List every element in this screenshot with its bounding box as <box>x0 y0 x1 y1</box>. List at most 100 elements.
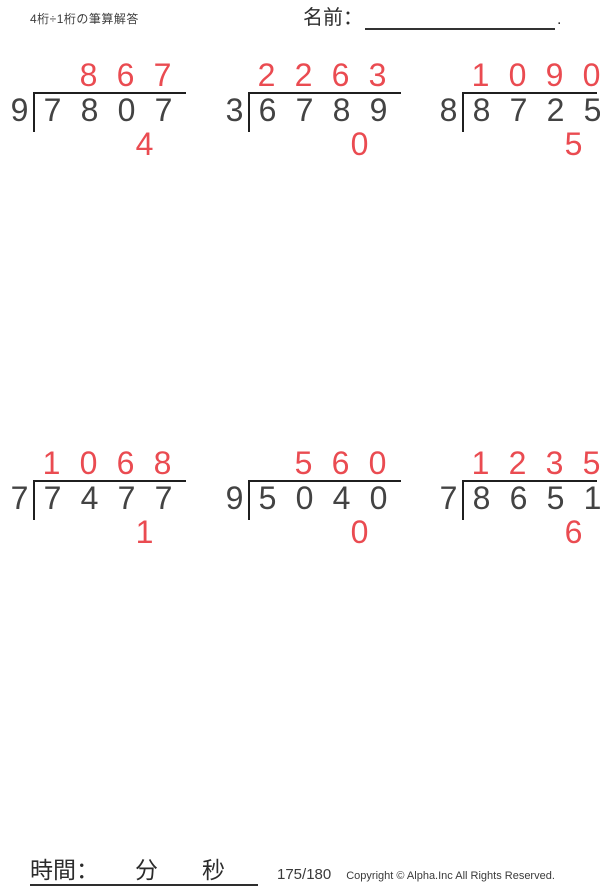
dividend-digit: 2 <box>546 92 565 128</box>
dividend-digit: 5 <box>546 480 565 516</box>
quotient-digit: 0 <box>79 445 98 481</box>
quotient-digit: 8 <box>79 57 98 93</box>
quotient-digit: 1 <box>471 445 490 481</box>
dividend-digit: 8 <box>472 480 491 516</box>
division-problem-5: 5 6 0 9 5 0 4 0 0 <box>220 445 404 550</box>
dividend-digit: 8 <box>80 92 99 128</box>
name-field: 名前： . <box>303 6 561 30</box>
remainder-row: 4 <box>15 126 163 162</box>
division-problem-2: 2 2 6 3 3 6 7 8 9 0 <box>220 57 404 162</box>
quotient-row: 1 0 9 0 <box>462 57 600 93</box>
remainder: 4 <box>135 126 154 162</box>
dividend-digit: 9 <box>369 92 388 128</box>
divisor: 8 <box>439 92 458 128</box>
quotient-digit: 1 <box>471 57 490 93</box>
quotient-digit <box>33 60 70 90</box>
dividend-digit: 7 <box>154 480 173 516</box>
quotient-digit: 6 <box>331 57 350 93</box>
dividend-digit: 0 <box>295 480 314 516</box>
division-problem-1: 8 6 7 9 7 8 0 7 4 <box>5 57 189 162</box>
quotient-digit: 0 <box>508 57 527 93</box>
dividend-row: 7 7 4 7 7 <box>5 480 182 516</box>
divisor: 7 <box>439 480 458 516</box>
quotient-digit: 1 <box>42 445 61 481</box>
dividend-digit: 7 <box>509 92 528 128</box>
quotient-row: 1 0 6 8 <box>33 445 181 481</box>
divisor: 7 <box>10 480 29 516</box>
dividend-digit: 7 <box>117 480 136 516</box>
division-bracket-horizontal <box>462 92 597 94</box>
time-label: 時間： <box>30 857 99 883</box>
footer: 175/180 Copyright © Alpha.Inc All Rights… <box>277 866 555 883</box>
dividend-digit: 0 <box>369 480 388 516</box>
division-problem-6: 1 2 3 5 7 8 6 5 1 6 <box>434 445 600 550</box>
name-blank-line <box>365 8 555 30</box>
remainder-row: 5 <box>444 126 592 162</box>
dividend-digit: 5 <box>258 480 277 516</box>
dividend-digit: 6 <box>258 92 277 128</box>
remainder-row: 0 <box>230 128 378 160</box>
remainder: 1 <box>135 514 154 550</box>
quotient-row: 8 6 7 <box>33 57 181 93</box>
dividend-digit: 5 <box>583 92 600 128</box>
divisor: 3 <box>225 92 244 128</box>
quotient-digit: 6 <box>116 57 135 93</box>
minutes-label: 分 <box>135 857 158 883</box>
quotient-digit: 0 <box>582 57 600 93</box>
dividend-digit: 7 <box>43 92 62 128</box>
dividend-digit: 7 <box>43 480 62 516</box>
quotient-digit: 5 <box>582 445 600 481</box>
dividend-digit: 0 <box>117 92 136 128</box>
quotient-digit: 5 <box>294 445 313 481</box>
remainder: 0 <box>350 514 369 550</box>
division-bracket-vertical <box>462 480 464 520</box>
division-bracket-horizontal <box>33 480 186 482</box>
remainder: 5 <box>564 126 583 162</box>
dividend-row: 3 6 7 8 9 <box>220 92 397 128</box>
division-bracket-vertical <box>33 92 35 132</box>
divisor: 9 <box>10 92 29 128</box>
remainder: 6 <box>564 514 583 550</box>
dividend-digit: 6 <box>509 480 528 516</box>
dividend-row: 7 8 6 5 1 <box>434 480 600 516</box>
quotient-digit: 9 <box>545 57 564 93</box>
quotient-digit <box>248 448 285 478</box>
division-bracket-horizontal <box>248 92 401 94</box>
quotient-digit: 2 <box>257 57 276 93</box>
worksheet-title: 4桁÷1桁の筆算解答 <box>30 12 139 26</box>
dividend-digit: 4 <box>332 480 351 516</box>
quotient-row: 2 2 6 3 <box>248 57 396 93</box>
division-bracket-horizontal <box>248 480 401 482</box>
dividend-digit: 8 <box>472 92 491 128</box>
remainder-row: 6 <box>444 514 592 550</box>
division-bracket-vertical <box>248 92 250 132</box>
quotient-row: 1 2 3 5 <box>462 445 600 481</box>
dividend-digit: 4 <box>80 480 99 516</box>
quotient-digit: 8 <box>153 445 172 481</box>
dividend-row: 9 7 8 0 7 <box>5 92 182 128</box>
division-bracket-horizontal <box>33 92 186 94</box>
remainder-row: 0 <box>230 514 378 550</box>
remainder-row: 1 <box>15 514 163 550</box>
quotient-digit: 3 <box>368 57 387 93</box>
copyright-text: Copyright © Alpha.Inc All Rights Reserve… <box>346 870 555 882</box>
time-field: 時間： 分 秒 <box>30 856 258 886</box>
quotient-digit: 6 <box>116 445 135 481</box>
dividend-row: 9 5 0 4 0 <box>220 480 397 516</box>
quotient-digit: 0 <box>368 445 387 481</box>
page-number: 175/180 <box>277 866 332 883</box>
division-problem-4: 1 0 6 8 7 7 4 7 7 1 <box>5 445 189 550</box>
seconds-label: 秒 <box>202 857 225 883</box>
dividend-digit: 7 <box>295 92 314 128</box>
division-bracket-horizontal <box>462 480 597 482</box>
division-bracket-vertical <box>462 92 464 132</box>
division-bracket-vertical <box>33 480 35 520</box>
division-problem-3: 1 0 9 0 8 8 7 2 5 5 <box>434 57 600 162</box>
dividend-digit: 1 <box>583 480 600 516</box>
name-label: 名前： <box>303 7 363 29</box>
quotient-row: 5 6 0 <box>248 445 396 481</box>
quotient-digit: 3 <box>545 445 564 481</box>
dividend-digit: 7 <box>154 92 173 128</box>
dividend-row: 8 8 7 2 5 <box>434 92 600 128</box>
